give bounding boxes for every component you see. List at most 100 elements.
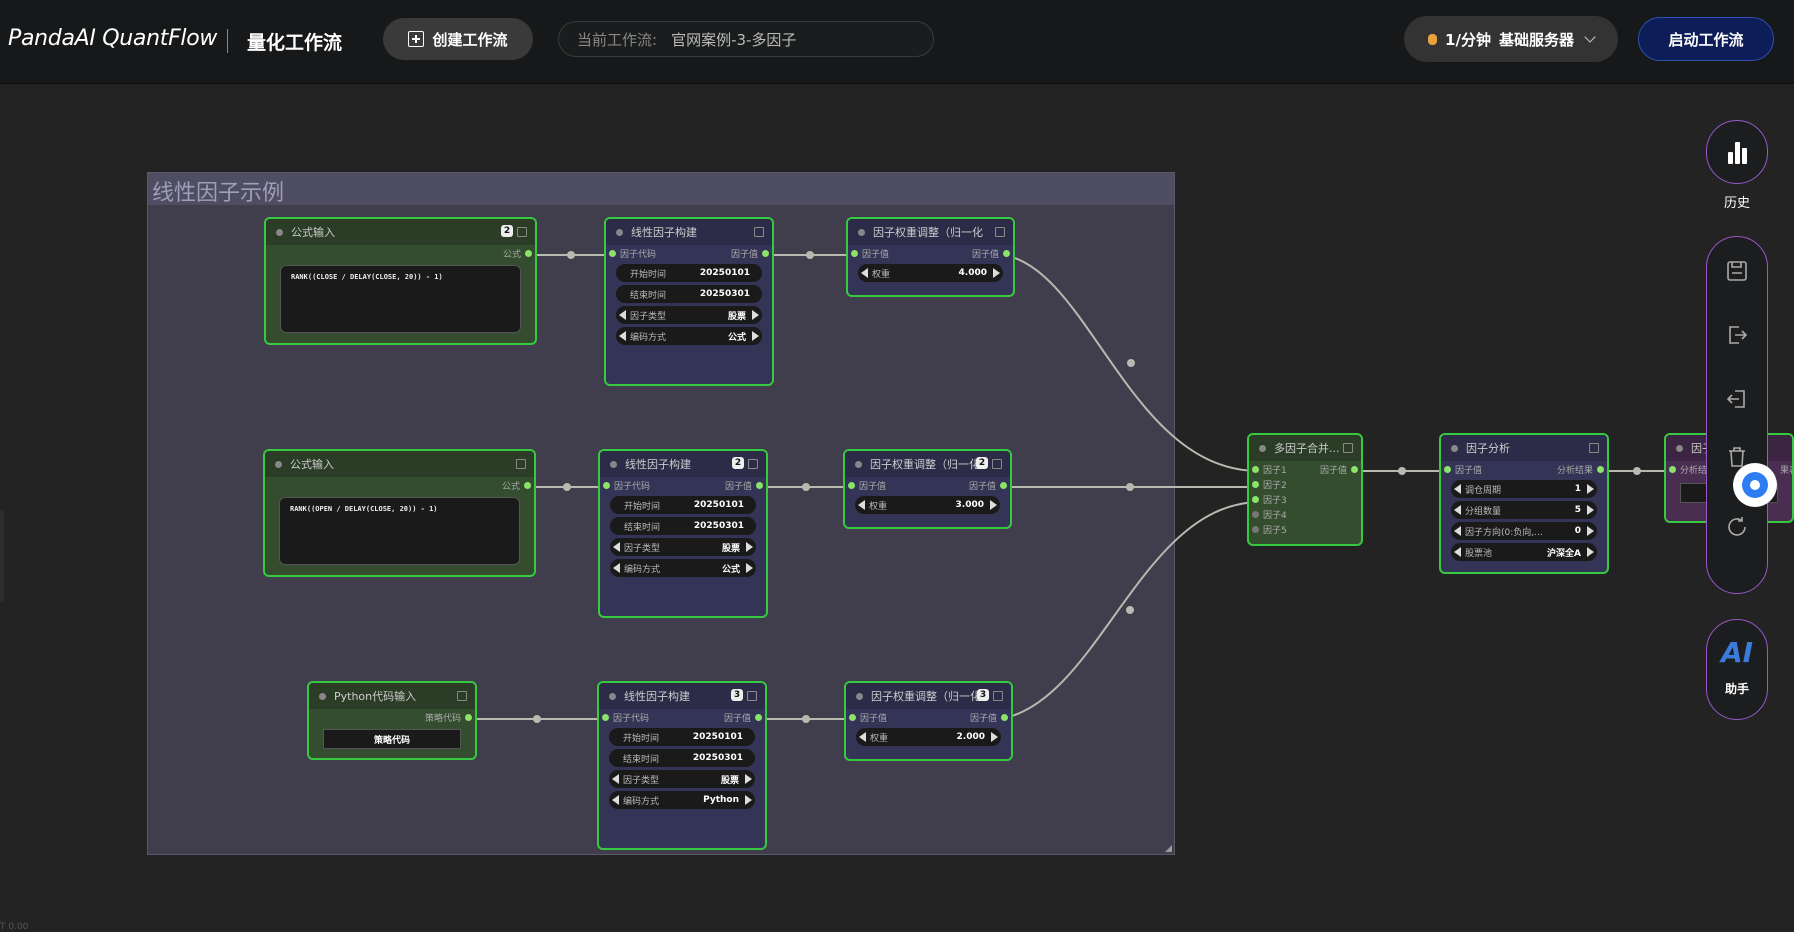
collapse-dot-icon[interactable] xyxy=(616,228,623,236)
arrow-right-icon[interactable] xyxy=(1587,526,1594,536)
arrow-right-icon[interactable] xyxy=(745,774,752,784)
strategy-code-button[interactable]: 策略代码 xyxy=(323,729,461,749)
input-port[interactable] xyxy=(1444,466,1451,473)
output-port[interactable] xyxy=(1001,714,1008,721)
trash-icon[interactable] xyxy=(1725,445,1749,469)
factor-direction-stepper[interactable]: 因子方向(0:负向,...0 xyxy=(1451,522,1597,540)
arrow-right-icon[interactable] xyxy=(993,268,1000,278)
collapse-dot-icon[interactable] xyxy=(1451,444,1458,452)
arrow-right-icon[interactable] xyxy=(746,542,753,552)
arrow-left-icon[interactable] xyxy=(859,732,866,742)
edit-icon[interactable] xyxy=(1343,443,1353,453)
arrow-left-icon[interactable] xyxy=(613,563,620,573)
arrow-left-icon[interactable] xyxy=(619,310,626,320)
input-port[interactable] xyxy=(1252,496,1259,503)
arrow-right-icon[interactable] xyxy=(745,795,752,805)
arrow-left-icon[interactable] xyxy=(1454,547,1461,557)
arrow-left-icon[interactable] xyxy=(1454,526,1461,536)
collapse-dot-icon[interactable] xyxy=(855,460,862,468)
arrow-left-icon[interactable] xyxy=(619,331,626,341)
import-icon[interactable] xyxy=(1725,387,1749,411)
encoding-combo[interactable]: 编码方式公式 xyxy=(610,559,756,577)
collapse-dot-icon[interactable] xyxy=(276,228,283,236)
input-port[interactable] xyxy=(1252,466,1259,473)
collapse-dot-icon[interactable] xyxy=(1259,444,1266,452)
group-header[interactable]: 线性因子示例 xyxy=(148,173,1174,206)
node-title-bar[interactable]: Python代码输入 xyxy=(309,683,475,709)
collapse-dot-icon[interactable] xyxy=(319,692,326,700)
python-input-node[interactable]: Python代码输入 策略代码 策略代码 xyxy=(307,681,477,760)
formula-code-editor[interactable]: RANK((OPEN / DELAY(CLOSE, 20)) - 1) xyxy=(279,497,520,565)
arrow-left-icon[interactable] xyxy=(1454,484,1461,494)
encoding-combo[interactable]: 编码方式公式 xyxy=(616,327,762,345)
edit-icon[interactable] xyxy=(516,459,526,469)
group-resize-handle[interactable] xyxy=(1165,845,1172,852)
save-icon[interactable] xyxy=(1725,259,1749,283)
node-title-bar[interactable]: 公式输入 xyxy=(265,451,534,477)
input-port[interactable] xyxy=(1669,466,1676,473)
collapse-dot-icon[interactable] xyxy=(858,228,865,236)
factor-type-combo[interactable]: 因子类型股票 xyxy=(609,770,755,788)
input-port[interactable] xyxy=(1252,511,1259,518)
factor-type-combo[interactable]: 因子类型股票 xyxy=(616,306,762,324)
chat-bubble-button[interactable] xyxy=(1733,463,1777,507)
arrow-right-icon[interactable] xyxy=(746,563,753,573)
edit-icon[interactable] xyxy=(517,227,527,237)
stock-pool-combo[interactable]: 股票池沪深全A xyxy=(1451,543,1597,561)
output-port[interactable] xyxy=(755,714,762,721)
arrow-left-icon[interactable] xyxy=(612,795,619,805)
refresh-icon[interactable] xyxy=(1725,515,1749,539)
formula-code-editor[interactable]: RANK((CLOSE / DELAY(CLOSE, 20)) - 1) xyxy=(280,265,521,333)
collapse-dot-icon[interactable] xyxy=(1676,444,1683,452)
input-port[interactable] xyxy=(602,714,609,721)
collapse-dot-icon[interactable] xyxy=(609,692,616,700)
output-port[interactable] xyxy=(1351,466,1358,473)
arrow-left-icon[interactable] xyxy=(612,774,619,784)
factor-type-combo[interactable]: 因子类型股票 xyxy=(610,538,756,556)
arrow-right-icon[interactable] xyxy=(1587,505,1594,515)
edit-icon[interactable] xyxy=(993,691,1003,701)
export-icon[interactable] xyxy=(1725,323,1749,347)
edit-icon[interactable] xyxy=(457,691,467,701)
arrow-left-icon[interactable] xyxy=(858,500,865,510)
edit-icon[interactable] xyxy=(1589,443,1599,453)
arrow-right-icon[interactable] xyxy=(990,500,997,510)
arrow-right-icon[interactable] xyxy=(1587,547,1594,557)
edit-icon[interactable] xyxy=(748,459,758,469)
output-port[interactable] xyxy=(762,250,769,257)
arrow-right-icon[interactable] xyxy=(752,310,759,320)
collapse-dot-icon[interactable] xyxy=(610,460,617,468)
edit-icon[interactable] xyxy=(992,459,1002,469)
node-title-bar[interactable]: 线性因子构建 xyxy=(606,219,772,245)
start-workflow-button[interactable]: 启动工作流 xyxy=(1638,17,1774,61)
collapse-dot-icon[interactable] xyxy=(856,692,863,700)
node-title-bar[interactable]: 因子权重调整（归一化 xyxy=(848,219,1013,245)
edit-icon[interactable] xyxy=(995,227,1005,237)
server-select[interactable]: 1/分钟 基础服务器 xyxy=(1404,16,1618,62)
edit-icon[interactable] xyxy=(747,691,757,701)
arrow-right-icon[interactable] xyxy=(1587,484,1594,494)
arrow-right-icon[interactable] xyxy=(991,732,998,742)
collapse-dot-icon[interactable] xyxy=(275,460,282,468)
arrow-right-icon[interactable] xyxy=(752,331,759,341)
history-button[interactable] xyxy=(1706,120,1768,184)
output-port[interactable] xyxy=(756,482,763,489)
output-port[interactable] xyxy=(1000,482,1007,489)
output-port[interactable] xyxy=(524,482,531,489)
create-workflow-button[interactable]: 创建工作流 xyxy=(383,18,533,60)
